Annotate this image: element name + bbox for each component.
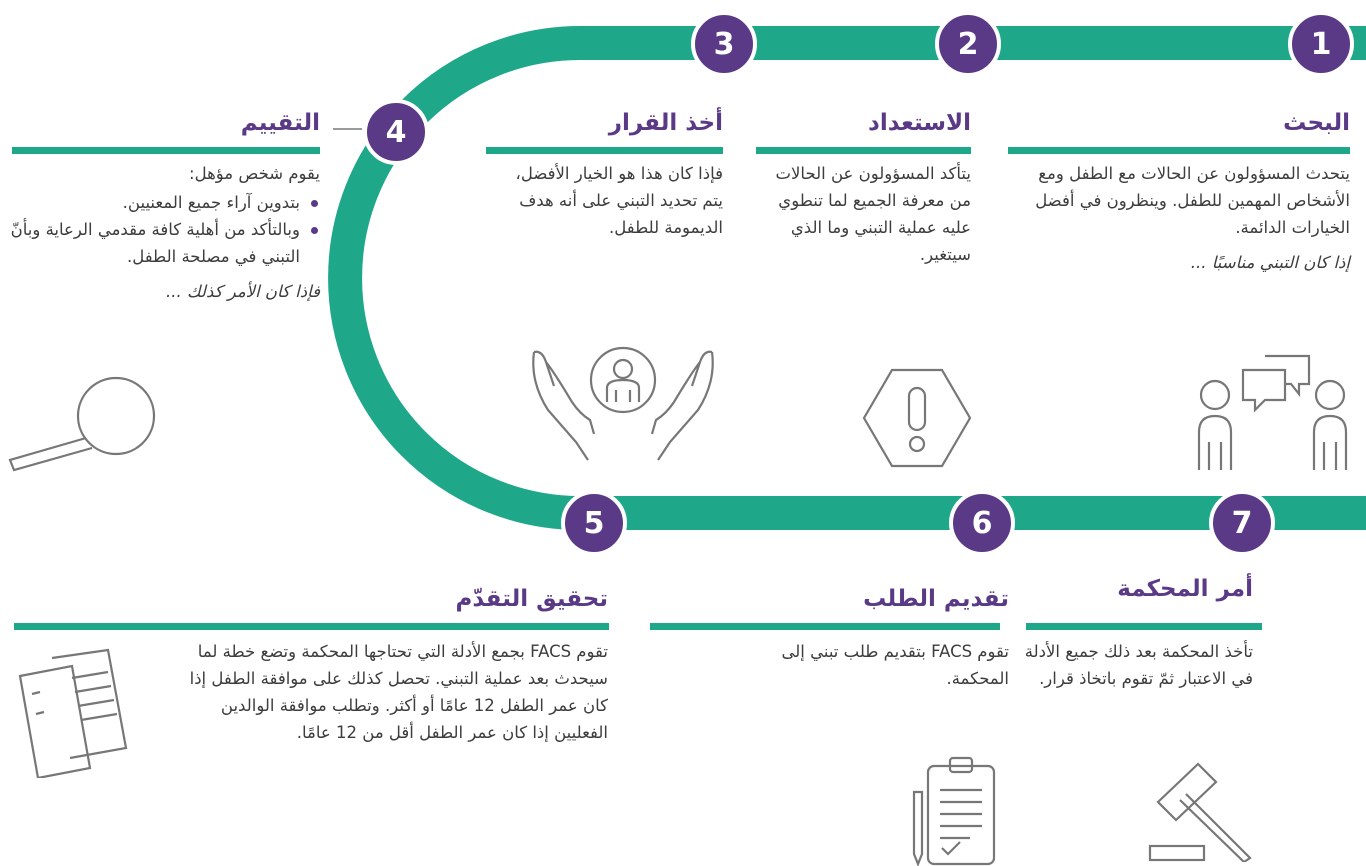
clipboard-icon [912, 756, 996, 866]
warning-icon [862, 368, 972, 468]
step-2-badge: 2 [935, 11, 1001, 77]
step-3-badge: 3 [691, 11, 757, 77]
step-5-text: تقوم FACS بجمع الأدلة التي تحتاجها المحك… [189, 642, 608, 742]
step-2-title: الاستعداد [868, 110, 971, 136]
step-4-bullet: بتدوين آراء جميع المعنيين. [10, 189, 318, 216]
step-4-badge: 4 [363, 99, 429, 165]
step-7-badge: 7 [1209, 490, 1275, 556]
step-4-bullets: بتدوين آراء جميع المعنيين. وبالتأكد من أ… [10, 189, 320, 270]
step-4-note: فإذا كان الأمر كذلك ... [166, 282, 320, 301]
step-6-body: تقوم FACS بتقديم طلب تبني إلى المحكمة. [779, 638, 1009, 692]
step-7-text: تأخذ المحكمة بعد ذلك جميع الأدلة في الاع… [1024, 642, 1253, 688]
step-7-body: تأخذ المحكمة بعد ذلك جميع الأدلة في الاع… [1023, 638, 1253, 692]
step-1-note: إذا كان التبني مناسبًا ... [1190, 253, 1350, 272]
step-1-text: يتحدث المسؤولون عن الحالات مع الطفل ومع … [1035, 164, 1350, 237]
step-3-body: فإذا كان هذا هو الخيار الأفضل، يتم تحديد… [493, 160, 724, 241]
step-4-bullet: وبالتأكد من أهلية كافة مقدمي الرعاية وبأ… [10, 216, 318, 270]
step-5-rule [14, 623, 609, 630]
step-4-intro: يقوم شخص مؤهل: [189, 164, 320, 183]
two-people-talking-icon [1197, 354, 1348, 470]
step-5-body: تقوم FACS بجمع الأدلة التي تحتاجها المحك… [168, 638, 608, 746]
step-1-badge: 1 [1288, 11, 1354, 77]
hands-holding-child-icon [532, 346, 714, 461]
step-3-title: أخذ القرار [608, 110, 723, 136]
step-6-badge: 6 [949, 490, 1015, 556]
gavel-icon [1148, 762, 1252, 862]
step-2-body: يتأكد المسؤولون عن الحالات من معرفة الجم… [771, 160, 971, 268]
step-3-rule [486, 147, 723, 154]
step-2-text: يتأكد المسؤولون عن الحالات من معرفة الجم… [775, 164, 971, 264]
step-1-title: البحث [1283, 110, 1350, 136]
step-5-title: تحقيق التقدّم [455, 586, 609, 612]
step-6-rule [650, 623, 1000, 630]
step-5-badge: 5 [561, 490, 627, 556]
step-6-title: تقديم الطلب [863, 586, 1009, 612]
step-7-rule [1026, 623, 1262, 630]
step-1-rule [1008, 147, 1350, 154]
documents-icon [18, 648, 128, 778]
step-7-title: أمر المحكمة [1117, 576, 1253, 602]
step-2-rule [756, 147, 971, 154]
step-3-text: فإذا كان هذا هو الخيار الأفضل، يتم تحديد… [515, 164, 724, 237]
step-4-body: يقوم شخص مؤهل: بتدوين آراء جميع المعنيين… [10, 160, 320, 305]
step-1-body: يتحدث المسؤولون عن الحالات مع الطفل ومع … [1010, 160, 1350, 276]
step-4-rule [12, 147, 320, 154]
magnifier-icon [8, 376, 156, 472]
step-6-text: تقوم FACS بتقديم طلب تبني إلى المحكمة. [781, 642, 1009, 688]
step-4-title: التقييم [240, 110, 320, 136]
